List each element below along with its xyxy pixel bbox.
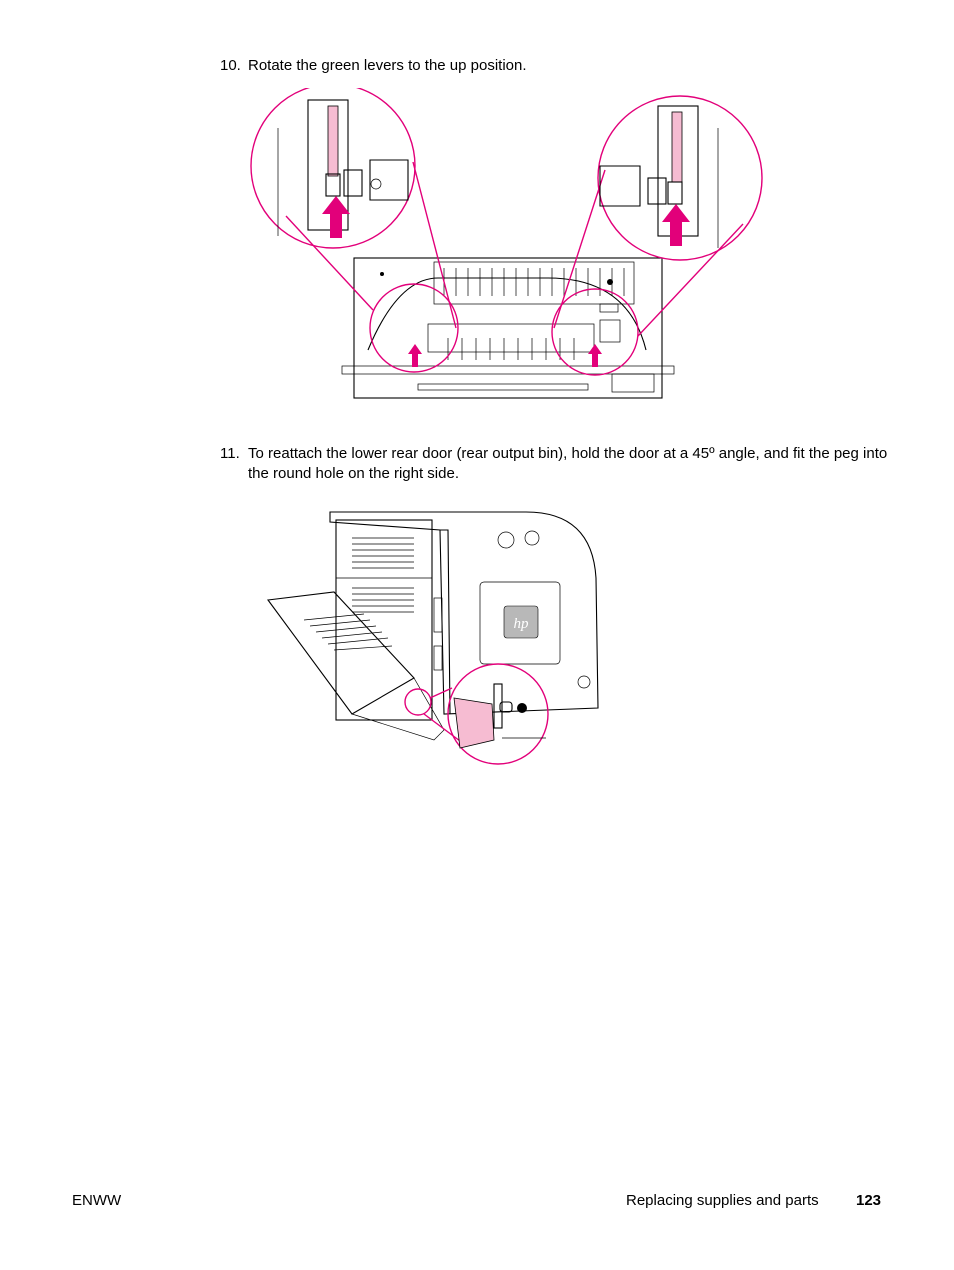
hp-logo (503, 605, 539, 639)
left-lever-highlight-circle (369, 283, 459, 373)
step-10: 10. Rotate the green levers to the up po… (220, 56, 900, 78)
step-text: Rotate the green levers to the up positi… (248, 57, 527, 74)
peg-highlight-circle (404, 688, 432, 716)
peg-callout (447, 663, 549, 765)
step-text: To reattach the lower rear door (rear ou… (248, 445, 888, 482)
right-lever-highlight-circle (551, 288, 639, 376)
footer-left: ENWW (72, 1192, 122, 1209)
green-levers-illustration (250, 88, 763, 399)
right-lever-callout (597, 95, 763, 261)
left-lever-callout (250, 88, 416, 249)
hp-logo-text: hp (514, 616, 530, 632)
step-11: 11. To reattach the lower rear door (rea… (220, 444, 890, 488)
round-hole (517, 703, 527, 713)
printer-rear-body (341, 257, 675, 399)
step-number: 11. (220, 445, 240, 462)
rear-output-door (266, 591, 445, 741)
rear-door-reattach-illustration: hp (266, 511, 599, 765)
footer-section-title: Replacing supplies and parts (626, 1192, 819, 1209)
page-number: 123 (856, 1192, 882, 1209)
step-number: 10. (220, 57, 241, 74)
printer-body: hp (329, 511, 599, 721)
